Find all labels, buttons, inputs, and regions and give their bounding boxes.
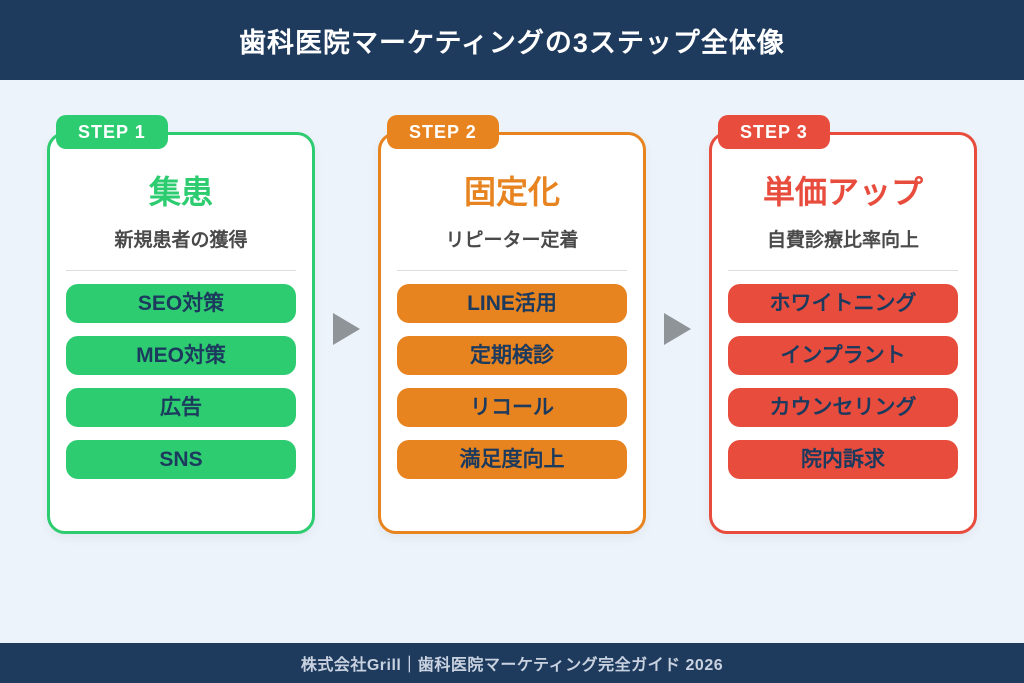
step-1-item-meo: MEO対策 <box>66 336 296 375</box>
step-2-item-satisfaction: 満足度向上 <box>397 440 627 479</box>
step-3-item-implant: インプラント <box>728 336 958 375</box>
arrow-step2-to-step3 <box>646 313 709 345</box>
header-bar: 歯科医院マーケティングの3ステップ全体像 <box>0 0 1024 80</box>
step-1-item-seo: SEO対策 <box>66 284 296 323</box>
page-title: 歯科医院マーケティングの3ステップ全体像 <box>239 27 785 58</box>
step-1-divider <box>66 270 296 271</box>
step-1-item-sns: SNS <box>66 440 296 479</box>
step-2-item-checkup: 定期検診 <box>397 336 627 375</box>
arrow-step1-to-step2 <box>315 313 378 345</box>
step-3-divider <box>728 270 958 271</box>
step-2-subtitle: リピーター定着 <box>445 230 579 251</box>
step-card-2: STEP 2 固定化 リピーター定着 LINE活用 定期検診 リコール 満足度向… <box>378 115 646 534</box>
step-1-title: 集患 <box>148 174 213 210</box>
step-3-item-whitening: ホワイトニング <box>728 284 958 323</box>
step-1-item-ads: 広告 <box>66 388 296 427</box>
footer-bar: 株式会社Grill｜歯科医院マーケティング完全ガイド 2026 <box>0 643 1024 683</box>
step-1-badge: STEP 1 <box>56 115 168 149</box>
footer-text: 株式会社Grill｜歯科医院マーケティング完全ガイド 2026 <box>300 657 724 674</box>
steps-row: STEP 1 集患 新規患者の獲得 SEO対策 MEO対策 広告 SNS STE… <box>0 80 1024 643</box>
step-3-item-inclinic: 院内訴求 <box>728 440 958 479</box>
step-3-badge: STEP 3 <box>718 115 830 149</box>
step-2-divider <box>397 270 627 271</box>
step-2-item-line: LINE活用 <box>397 284 627 323</box>
step-2-title: 固定化 <box>463 174 560 210</box>
step-2-item-recall: リコール <box>397 388 627 427</box>
step-3-subtitle: 自費診療比率向上 <box>766 230 919 251</box>
step-1-subtitle: 新規患者の獲得 <box>114 230 248 251</box>
step-2-badge: STEP 2 <box>387 115 499 149</box>
arrow-right-icon <box>664 313 691 345</box>
step-card-1: STEP 1 集患 新規患者の獲得 SEO対策 MEO対策 広告 SNS <box>47 115 315 534</box>
step-3-title: 単価アップ <box>762 174 923 210</box>
step-3-item-counseling: カウンセリング <box>728 388 958 427</box>
arrow-right-icon <box>333 313 360 345</box>
step-card-3: STEP 3 単価アップ 自費診療比率向上 ホワイトニング インプラント カウン… <box>709 115 977 534</box>
